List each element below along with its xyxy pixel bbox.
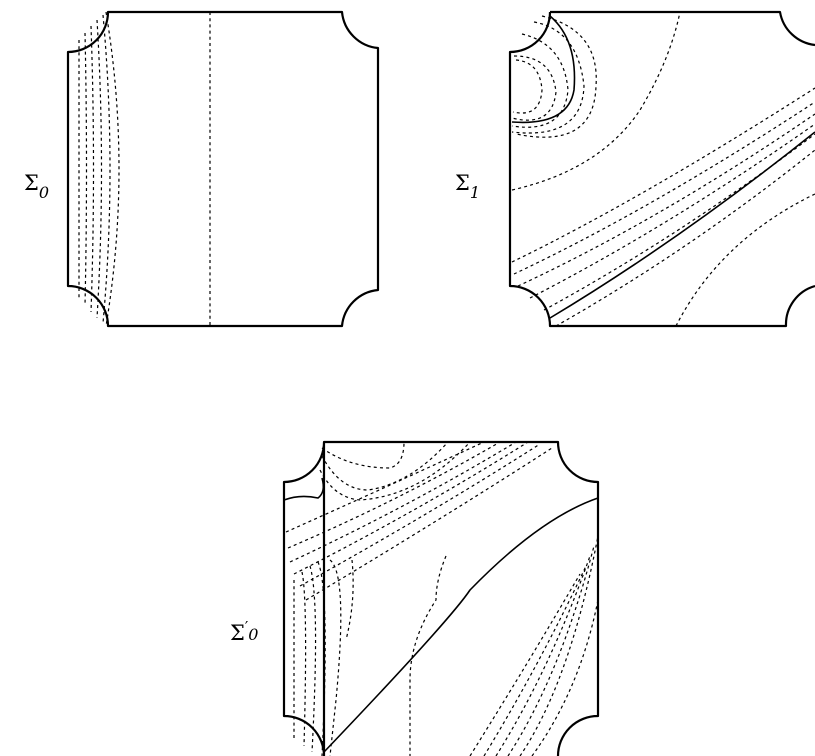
- panel-sigma0prime-dotted-curves: [285, 441, 599, 756]
- panel-sigma0-boundary: [66, 10, 380, 328]
- panel-sigma0: Σ0: [24, 10, 380, 328]
- panel-sigma0prime-label: Σ′0: [230, 618, 258, 645]
- panel-sigma0prime-boundary: [282, 440, 600, 756]
- panel-sigma1-dotted-curves: [511, 11, 815, 327]
- panel-sigma1-label: Σ1: [455, 171, 480, 202]
- panel-sigma1-solid-curves: [511, 15, 815, 319]
- panel-sigma0-label: Σ0: [24, 171, 49, 202]
- panel-sigma1: Σ1: [455, 10, 815, 328]
- panel-sigma0prime-solid-curves: [283, 477, 599, 753]
- panel-sigma1-boundary: [508, 10, 815, 328]
- panel-sigma0prime: Σ′0: [230, 440, 600, 756]
- panel-sigma0-dotted-curves: [78, 11, 211, 327]
